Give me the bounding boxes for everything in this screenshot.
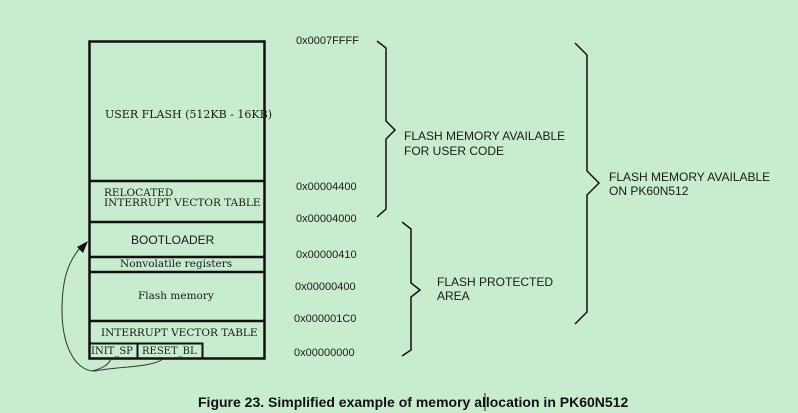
brace-user-code <box>376 40 397 218</box>
address-label: 0x000001C0 <box>294 313 356 325</box>
init-sp-label: INIT_SP <box>91 346 133 357</box>
ivt-label: INTERRUPT VECTOR TABLE <box>101 327 258 339</box>
arrow-head-icon <box>77 241 88 253</box>
address-label: 0x00004400 <box>296 181 357 193</box>
total-label-1: FLASH MEMORY AVAILABLE <box>609 170 770 184</box>
user-code-label-2: FOR USER CODE <box>404 144 504 158</box>
address-label: 0x00004000 <box>296 213 357 225</box>
total-label-2: ON PK60N512 <box>609 184 689 198</box>
init-sp-connector <box>91 358 112 372</box>
bootloader-label: BOOTLOADER <box>131 233 215 247</box>
reset-bl-label: RESET_BL <box>142 346 197 357</box>
relocated-label-1: RELOCATED <box>104 187 173 199</box>
reset-bl-box <box>136 342 204 360</box>
user-code-label-1: FLASH MEMORY AVAILABLE <box>404 129 565 143</box>
address-label: 0x0007FFFF <box>296 35 359 47</box>
reset-arrow-curve <box>61 247 164 372</box>
address-label: 0x00000000 <box>294 347 355 359</box>
nonvolatile-label: Nonvolatile registers <box>120 258 232 270</box>
brace-total <box>574 42 601 325</box>
user-flash-label: USER FLASH (512KB - 16KB) <box>105 108 272 121</box>
address-label: 0x00000410 <box>296 249 357 261</box>
protected-label-1: FLASH PROTECTED <box>437 275 553 289</box>
relocated-label-2: INTERRUPT VECTOR TABLE <box>104 197 261 209</box>
brace-protected <box>401 221 422 357</box>
figure-caption: Figure 23. Simplified example of memory … <box>198 394 628 410</box>
protected-label-2: AREA <box>437 289 470 303</box>
flash-memory-label: Flash memory <box>138 290 214 302</box>
address-label: 0x00000400 <box>295 281 356 293</box>
